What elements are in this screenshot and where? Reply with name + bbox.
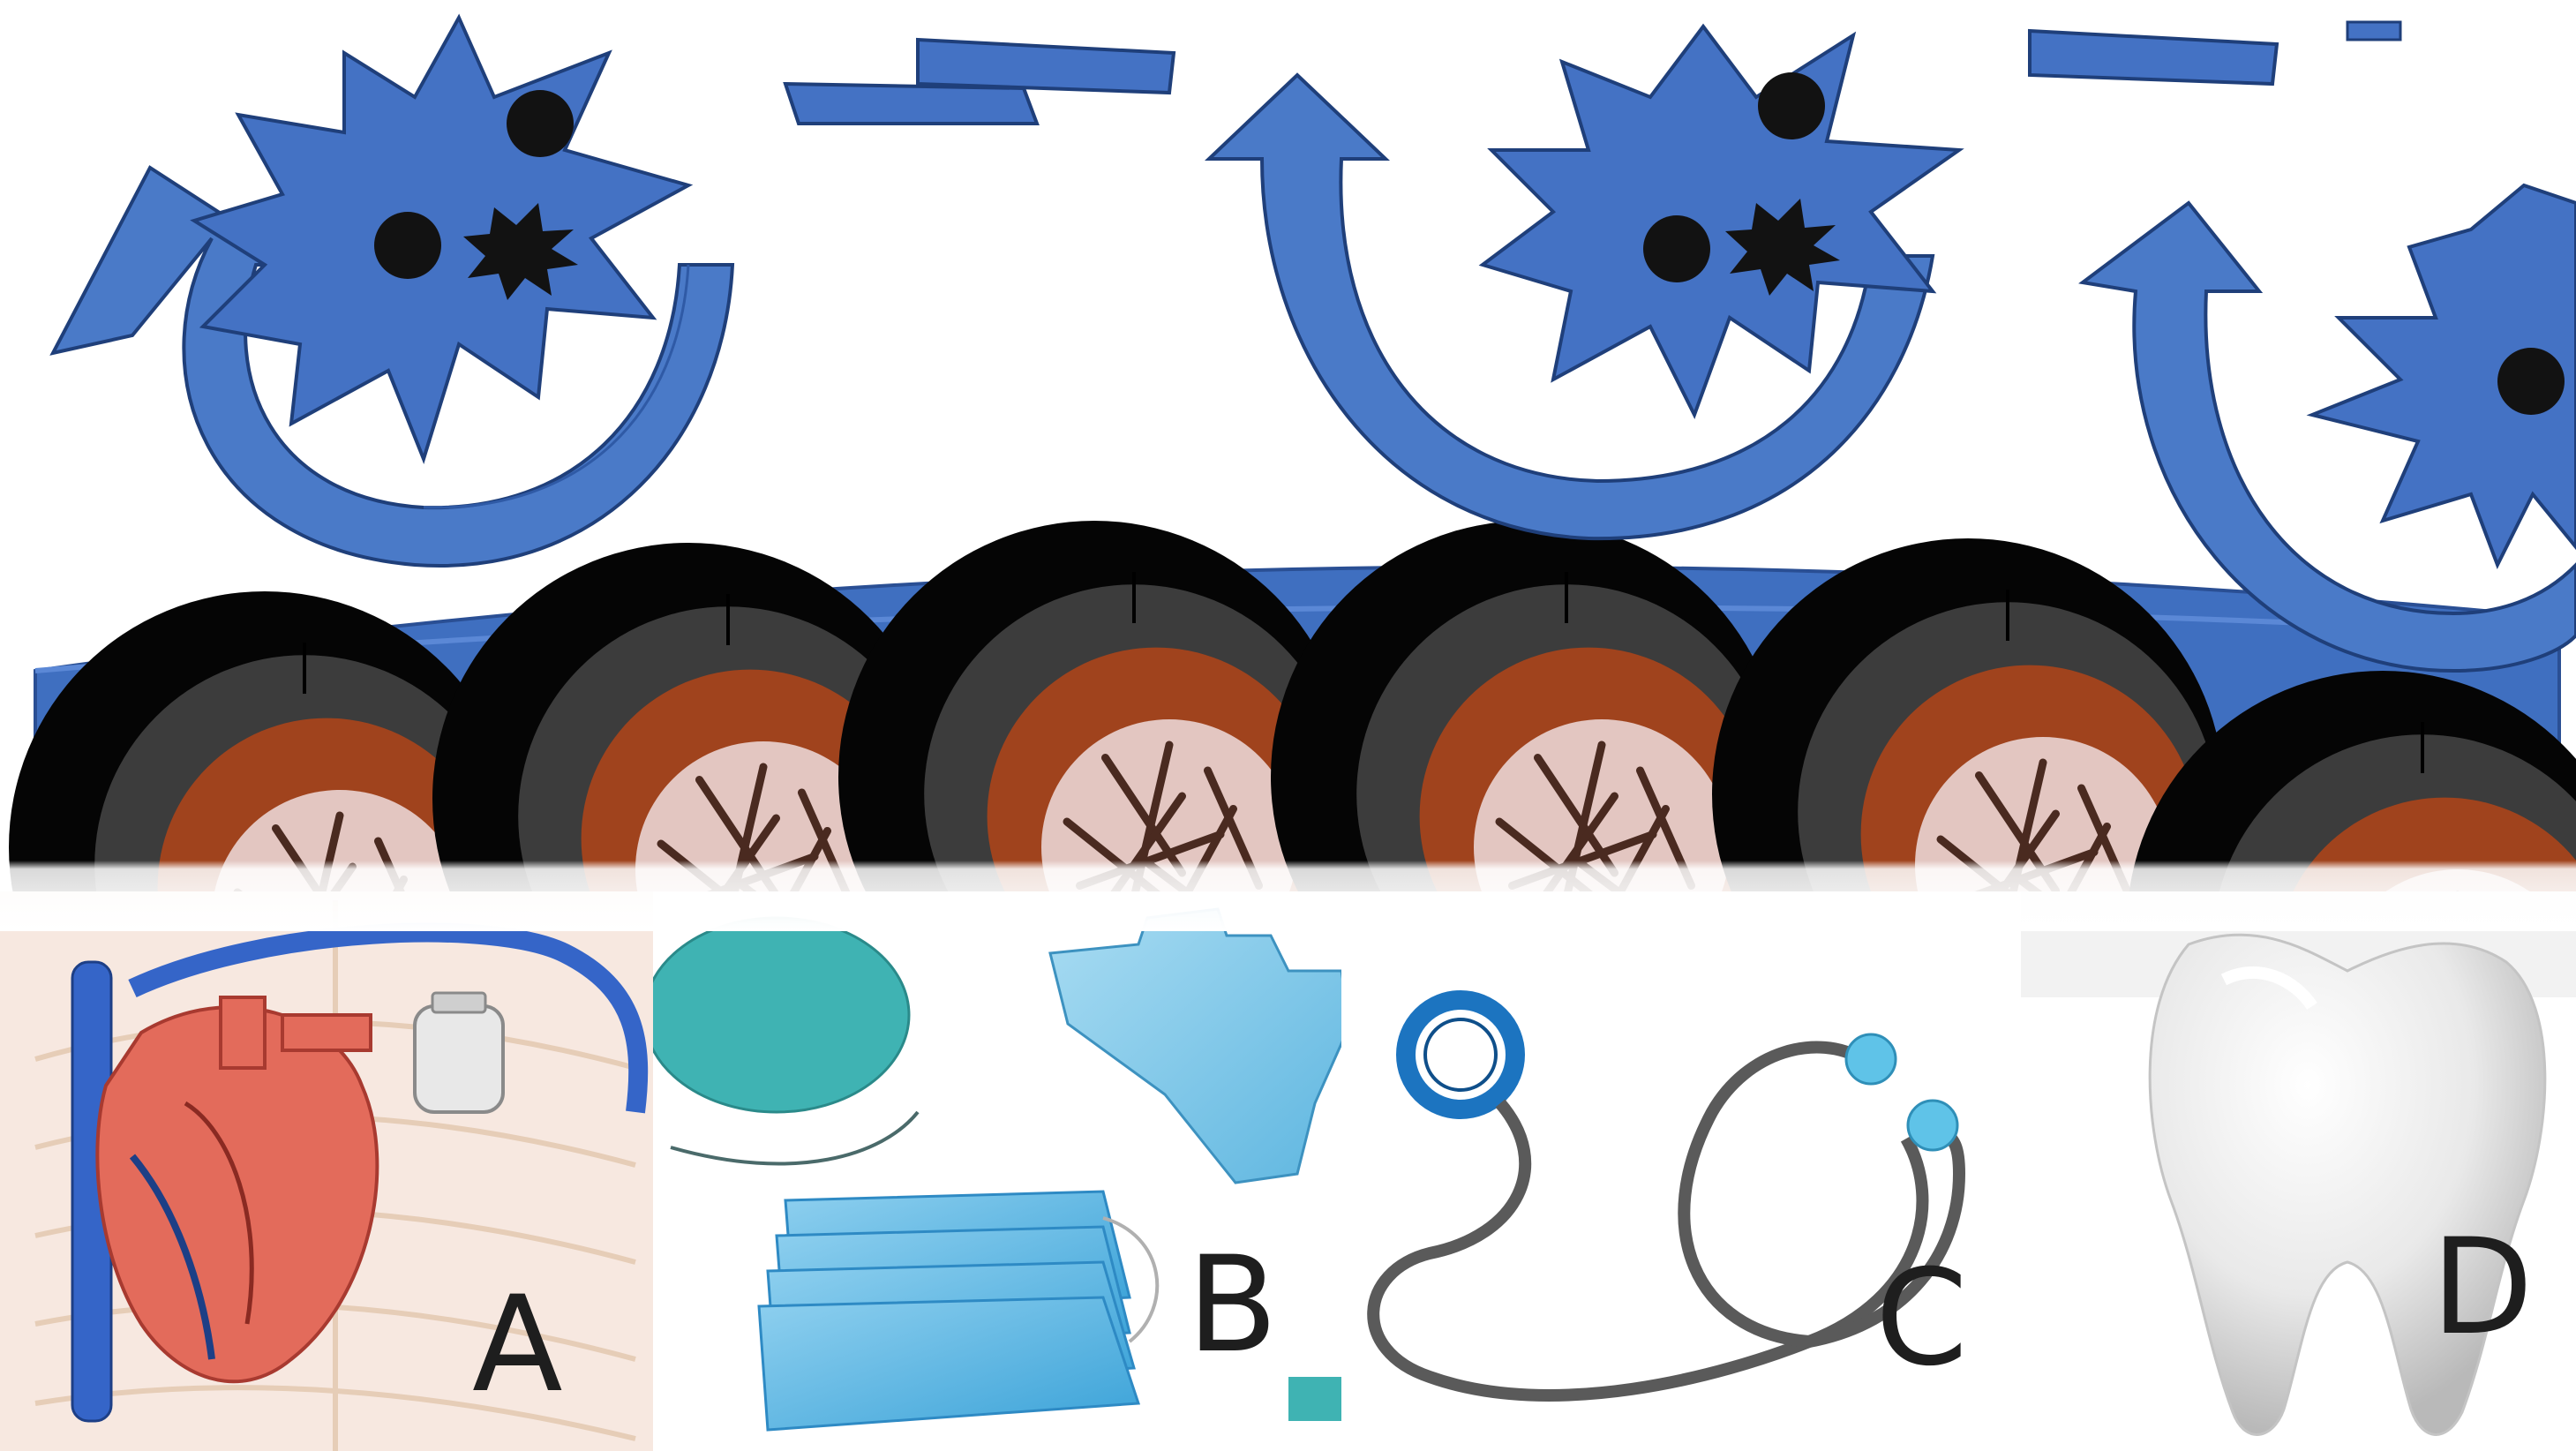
panel-a: A bbox=[0, 891, 671, 1451]
bacterial-cell-icon bbox=[190, 13, 1176, 465]
curved-arrow-icon bbox=[49, 165, 735, 568]
panel-c-label: C bbox=[1875, 1242, 1968, 1395]
bacterial-cell-icon bbox=[2306, 183, 2576, 569]
panel-c: C bbox=[1341, 891, 2039, 1451]
panel-d-label: D bbox=[2431, 1211, 2534, 1365]
panel-a-label: A bbox=[472, 1268, 563, 1422]
bacterial-cell-icon bbox=[1478, 20, 2402, 420]
panel-d: D bbox=[2021, 891, 2576, 1451]
stethoscope-icon bbox=[1367, 990, 1966, 1402]
detached-cells-group bbox=[49, 13, 2576, 673]
panel-b: B bbox=[653, 891, 1359, 1451]
panel-b-label: B bbox=[1187, 1229, 1278, 1382]
tooth-icon bbox=[2148, 933, 2547, 1436]
fade-band bbox=[0, 861, 2576, 931]
heart-pacemaker-icon bbox=[34, 900, 649, 1451]
gloves-masks-cap-icon bbox=[653, 907, 1352, 1432]
